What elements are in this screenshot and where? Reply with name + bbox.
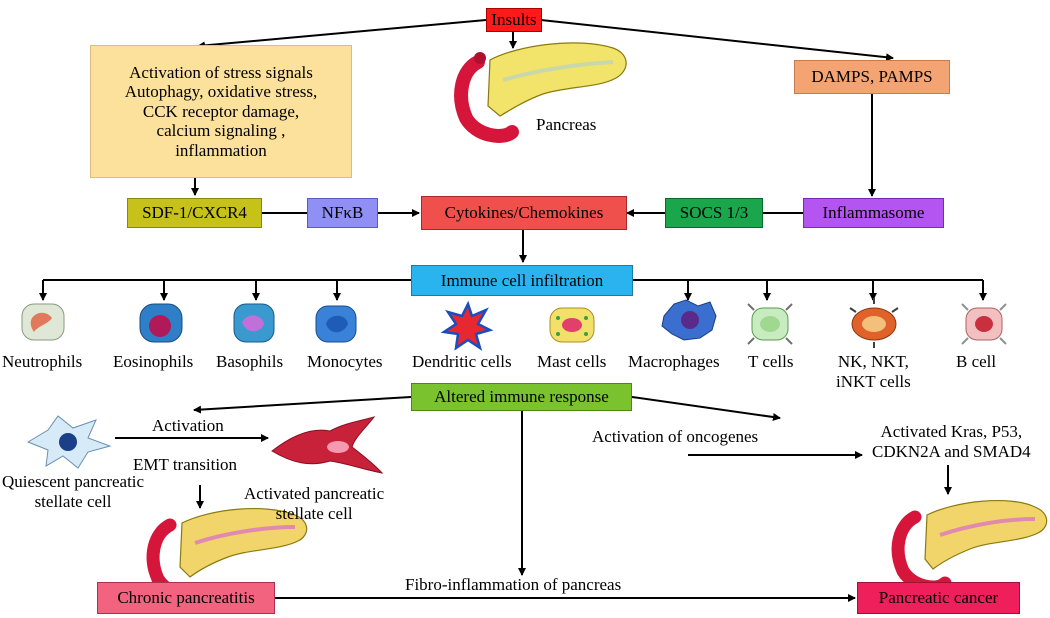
b-cell-icon (961, 303, 1007, 345)
pancreas-icon (891, 499, 1048, 594)
cell-label-mast: Mast cells (537, 352, 607, 371)
quiescent-stellate-label: Quiescent pancreatic stellate cell (2, 472, 145, 511)
kras-label: Activated Kras, P53, CDKN2A and SMAD4 (872, 422, 1031, 461)
cell-label-monocytes: Monocytes (307, 352, 383, 371)
pancreas-label: Pancreas (536, 115, 597, 134)
pancreatic-cancer-box: Pancreatic cancer (857, 582, 1020, 614)
pancreas-icon (454, 42, 627, 143)
arrow-altered-to-stellate (193, 396, 412, 414)
cell-label-basophils: Basophils (216, 352, 284, 371)
activated-stellate-cell-icon (271, 416, 384, 474)
cell-label-nk: NK, NKT, iNKT cells (836, 352, 911, 391)
cell-label-neutrophils: Neutrophils (2, 352, 83, 371)
immune-infiltration-box: Immune cell infiltration (411, 265, 633, 296)
dendritic-cell-icon (440, 300, 494, 351)
cell-label-eosinophils: Eosinophils (113, 352, 194, 371)
sdf-cxcr4-box: SDF-1/CXCR4 (127, 198, 262, 228)
insults-box: Insults (486, 8, 542, 32)
mast-cell-icon (549, 307, 595, 343)
oncogenes-label: Activation of oncogenes (592, 427, 759, 446)
macrophage-icon (661, 299, 717, 341)
emt-transition-label: EMT transition (133, 455, 238, 474)
chronic-pancreatitis-box: Chronic pancreatitis (97, 582, 275, 614)
stress-signals-box: Activation of stress signals Autophagy, … (90, 45, 352, 178)
arrow-altered-to-oncogenes (631, 396, 781, 421)
nfkb-box: NFκB (307, 198, 378, 228)
cell-label-dendritic: Dendritic cells (412, 352, 512, 371)
basophil-icon (233, 303, 275, 343)
arrow-insults-to-stress (197, 19, 487, 50)
damps-pamps-box: DAMPS, PAMPS (794, 60, 950, 94)
eosinophil-icon (139, 303, 183, 343)
stress-line-3: CCK receptor damage, (142, 101, 300, 121)
quiescent-stellate-cell-icon (26, 415, 112, 469)
stress-line-1: Activation of stress signals (129, 62, 313, 82)
neutrophil-icon (21, 303, 65, 341)
stress-line-4: calcium signaling , (156, 121, 286, 141)
stress-line-2: Autophagy, oxidative stress, (124, 82, 318, 102)
arrow-insults-to-damps (540, 19, 894, 62)
activation-label: Activation (152, 416, 224, 435)
inflammasome-box: Inflammasome (803, 198, 944, 228)
cell-label-t-cells: T cells (748, 352, 794, 371)
monocyte-icon (315, 305, 357, 343)
t-cell-icon (747, 303, 793, 345)
cell-label-b-cell: B cell (956, 352, 997, 371)
nk-cell-icon (849, 298, 899, 348)
activated-stellate-label: Activated pancreatic stellate cell (244, 484, 385, 523)
fibro-inflammation-label: Fibro-inflammation of pancreas (405, 575, 622, 594)
cytokines-chemokines-box: Cytokines/Chemokines (421, 196, 627, 230)
altered-immune-response-box: Altered immune response (411, 383, 632, 411)
cell-label-macrophages: Macrophages (628, 352, 720, 371)
socs-box: SOCS 1/3 (665, 198, 763, 228)
stress-line-5: inflammation (175, 140, 267, 160)
